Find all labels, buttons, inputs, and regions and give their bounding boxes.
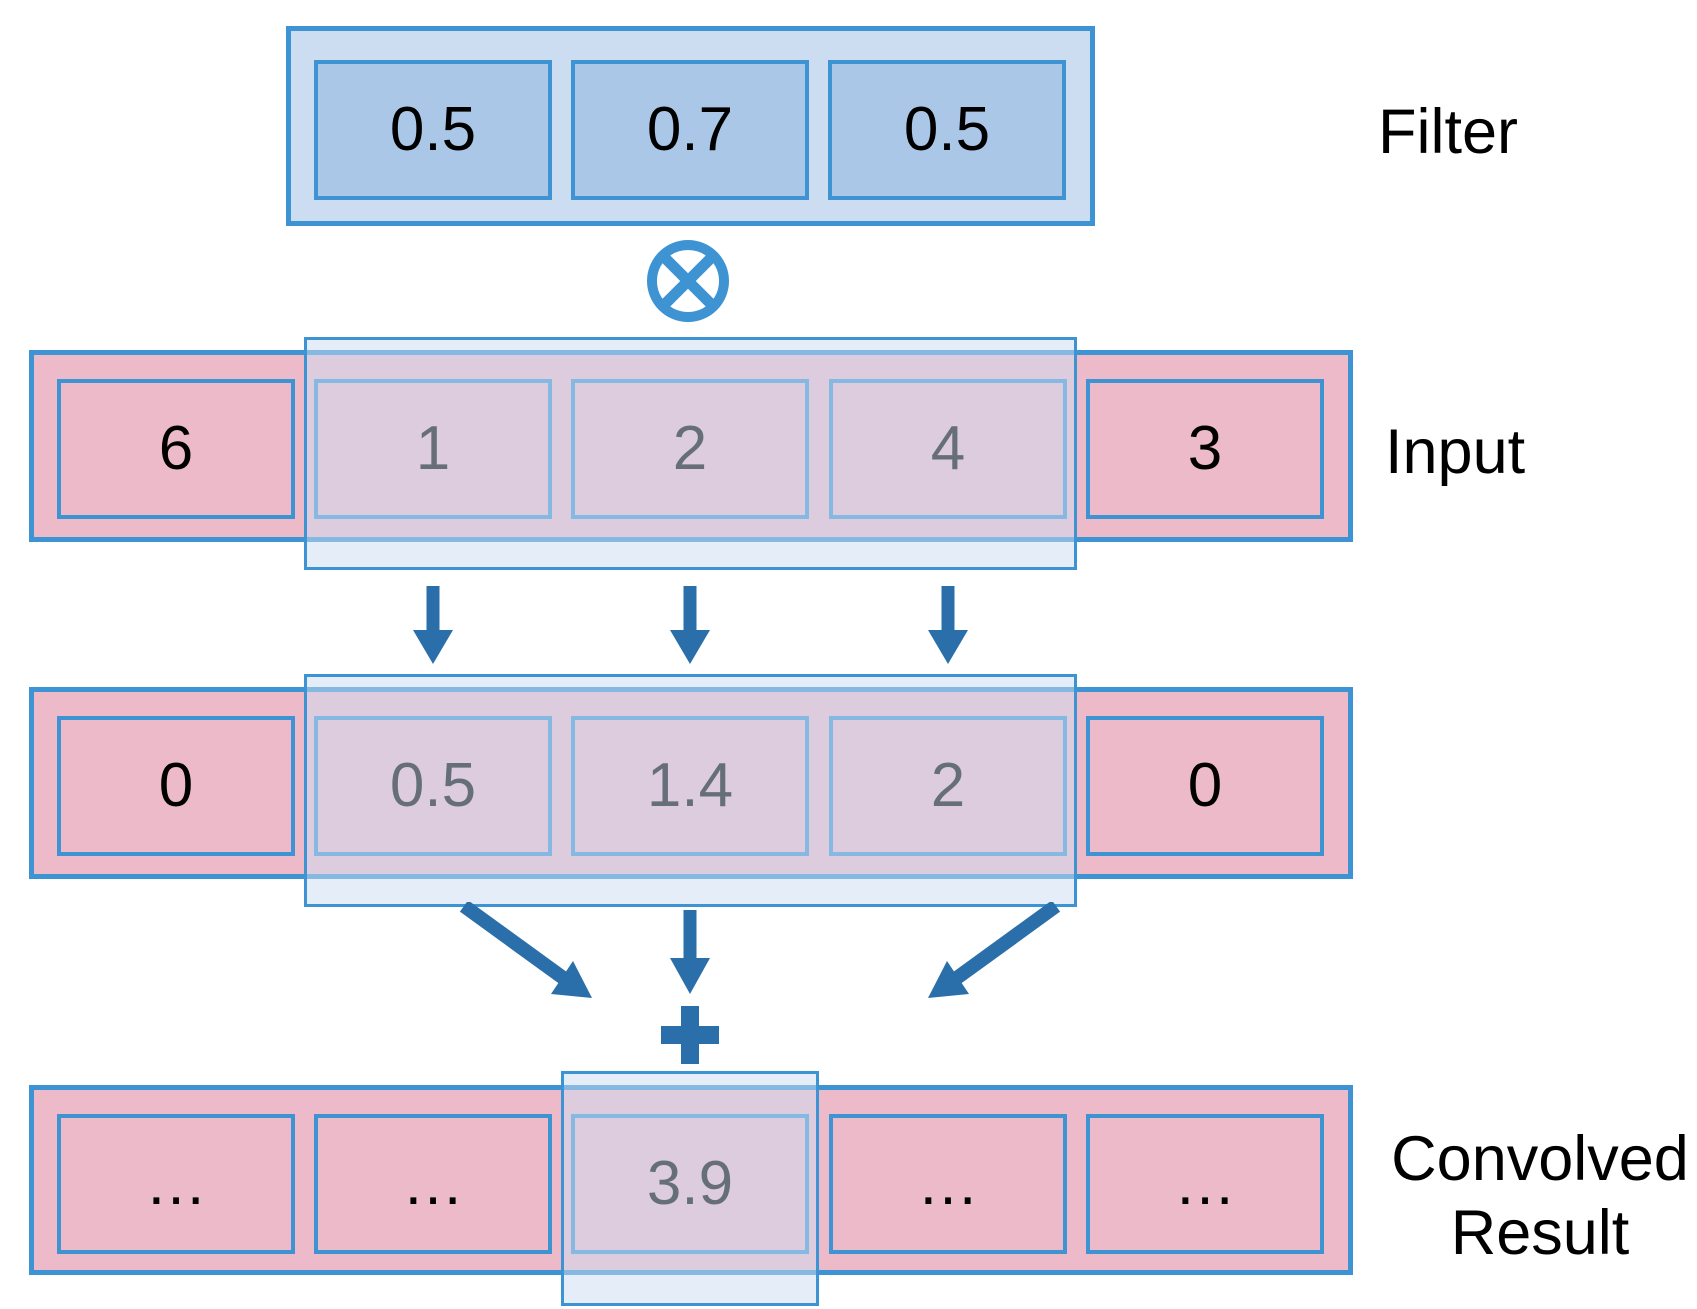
plus-icon: [661, 1006, 719, 1064]
sliding-window-product: [304, 674, 1077, 907]
result-label-line1: Convolved: [1391, 1124, 1689, 1194]
down-arrow-icon: [670, 586, 710, 664]
result-cell: …: [1086, 1114, 1324, 1254]
result-label: Convolved Result: [1383, 1122, 1697, 1270]
result-label-line2: Result: [1450, 1198, 1630, 1268]
product-cell: 0: [57, 716, 295, 856]
product-cell: 0: [1086, 716, 1324, 856]
down-arrow-icon: [928, 586, 968, 664]
filter-cell: 0.7: [571, 60, 809, 200]
result-cell: …: [314, 1114, 552, 1254]
result-cell: …: [829, 1114, 1067, 1254]
input-cell: 6: [57, 379, 295, 519]
result-window: [561, 1071, 819, 1306]
converge-arrow-left-icon: [459, 902, 592, 998]
filter-cell: 0.5: [314, 60, 552, 200]
filter-label: Filter: [1378, 97, 1518, 167]
down-arrow-icon: [413, 586, 453, 664]
converge-arrow-right-icon: [928, 902, 1061, 998]
circled-times-icon: [647, 240, 729, 322]
input-label: Input: [1385, 417, 1526, 487]
input-cell: 3: [1086, 379, 1324, 519]
converge-arrow-middle-icon: [670, 910, 710, 994]
sliding-window-input: [304, 337, 1077, 570]
filter-cell: 0.5: [828, 60, 1066, 200]
result-cell: …: [57, 1114, 295, 1254]
